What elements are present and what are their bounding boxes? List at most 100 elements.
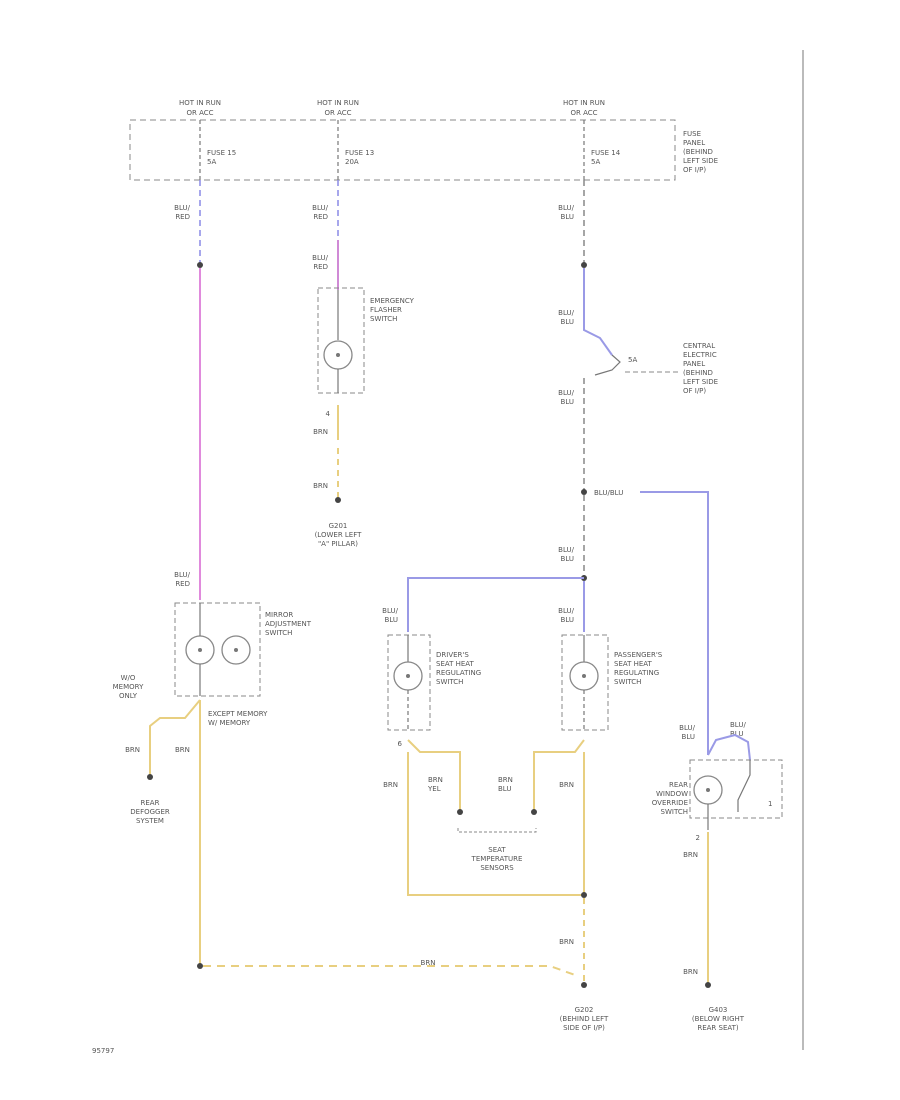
wire-drivers-label-a: BLU/: [382, 607, 398, 615]
wire-col3-label-f: BLU: [561, 398, 574, 406]
wire-col1-label-a: BLU/: [174, 204, 190, 212]
seat-sensors-label-2: TEMPERATURE: [471, 855, 523, 863]
footer-code: 95797: [92, 1047, 114, 1055]
wire-col3-blu: [583, 268, 613, 356]
sensor-wire-right-a: BRN: [498, 776, 513, 784]
rear-window-wire-d: BLU: [730, 730, 743, 738]
rear-window-label-3: OVERRIDE: [652, 799, 688, 807]
wire-col1-label-c: BLU/: [174, 571, 190, 579]
emergency-flasher-box: [317, 287, 365, 394]
mirror-switch-label-1: MIRROR: [265, 611, 293, 619]
seat-sensors-label-3: SENSORS: [480, 864, 514, 872]
wire-drivers-ground: [407, 752, 584, 896]
wire-brn-label-left: BRN: [125, 746, 140, 754]
emergency-flasher-label-3: SWITCH: [370, 315, 397, 323]
fuse-15-label: FUSE 15: [207, 149, 236, 157]
pin-1-label: 1: [768, 800, 772, 808]
hot-sublabel-3: OR ACC: [570, 109, 597, 117]
pin-4-label: 4: [326, 410, 331, 418]
drivers-switch-label-1: DRIVER'S: [436, 651, 469, 659]
sensor-wire-right-b: BLU: [498, 785, 511, 793]
passengers-switch-label-4: SWITCH: [614, 678, 641, 686]
splice-col1-top: [197, 262, 203, 268]
splice-g403: [705, 982, 711, 988]
g403-label-2: (BELOW RIGHT: [692, 1015, 745, 1023]
wire-col2-label-c: BLU/: [312, 254, 328, 262]
fuse-panel-label-1: FUSE: [683, 130, 701, 138]
rear-window-wire-a: BLU/: [679, 724, 695, 732]
emergency-flasher-label-1: EMERGENCY: [370, 297, 415, 305]
wire-rear-window-loop: [707, 733, 751, 761]
splice-g202: [581, 982, 587, 988]
emergency-flasher-label-2: FLASHER: [370, 306, 402, 314]
mirror-switch-box: [174, 602, 261, 697]
wire-drivers-sensor: [407, 739, 461, 810]
pin-2-label: 2: [696, 834, 700, 842]
rear-defogger-label-2: DEFOGGER: [130, 808, 170, 816]
fuse-panel-box: [129, 119, 676, 181]
wire-drivers-feed: [407, 577, 584, 632]
wire-col3-label-b: BLU: [561, 213, 574, 221]
mirror-switch-pin-1: [198, 648, 202, 652]
wire-ground-bus-label: BRN: [421, 959, 436, 967]
hot-label-3: HOT IN RUN: [563, 99, 605, 107]
passengers-switch-box: [561, 634, 609, 731]
passengers-switch-pin: [582, 674, 586, 678]
rear-window-switch-pin: [706, 788, 710, 792]
wire-col3-label-a: BLU/: [558, 204, 574, 212]
mirror-switch-label-2: ADJUSTMENT: [265, 620, 312, 628]
wire-rear-window-feed: [640, 491, 709, 755]
wire-col3-label-d: BLU: [561, 318, 574, 326]
passengers-switch-label-1: PASSENGER'S: [614, 651, 663, 659]
fuse-13-amp: 20A: [345, 158, 359, 166]
wire-passengers-sensor: [533, 739, 585, 810]
rear-window-wire-c: BLU/: [730, 721, 746, 729]
splice-g201: [335, 497, 341, 503]
g403-label-3: REAR SEAT): [697, 1024, 739, 1032]
wire-col1-label-b: RED: [175, 213, 190, 221]
rear-window-label-4: SWITCH: [661, 808, 688, 816]
fuse-15-amp: 5A: [207, 158, 216, 166]
wire-mirror-branch-left: [149, 699, 201, 775]
sensor-wire-left-b: YEL: [427, 785, 441, 793]
seat-sensors-label-1: SEAT: [488, 846, 506, 854]
hot-label-2: HOT IN RUN: [317, 99, 359, 107]
rear-defogger-label-3: SYSTEM: [136, 817, 164, 825]
emergency-flasher-pin: [336, 353, 340, 357]
fuse-panel-label-3: (BEHIND: [683, 148, 713, 156]
wire-col2-brn-label-2: BRN: [313, 482, 328, 490]
mirror-switch-pin-2: [234, 648, 238, 652]
g202-label-2: (BEHIND LEFT: [560, 1015, 609, 1023]
splice-col3-top: [581, 262, 587, 268]
splice-rear-defog: [147, 774, 153, 780]
wire-col3-label-g: BLU/: [558, 546, 574, 554]
memory-only-label-3: ONLY: [119, 692, 138, 700]
g201-label-2: (LOWER LEFT: [315, 531, 363, 539]
drivers-switch-label-2: SEAT HEAT: [436, 660, 475, 668]
g202-label-3: SIDE OF I/P): [563, 1024, 605, 1032]
splice-mirror-ground: [197, 963, 203, 969]
passengers-switch-label-3: REGULATING: [614, 669, 659, 677]
wire-col1-label-d: RED: [175, 580, 190, 588]
mirror-switch-label-3: SWITCH: [265, 629, 292, 637]
rear-window-switch-box: [689, 759, 783, 819]
wire-rear-window-ground-label-a: BRN: [683, 851, 698, 859]
central-panel-label-3: PANEL: [683, 360, 705, 368]
hot-sublabel-2: OR ACC: [324, 109, 351, 117]
wire-rear-window-ground-label-b: BRN: [683, 968, 698, 976]
memory-sys-label-1: EXCEPT MEMORY: [208, 710, 268, 718]
wire-col2-label-a: BLU/: [312, 204, 328, 212]
rear-defogger-label-1: REAR: [141, 799, 160, 807]
rear-window-label-1: REAR: [669, 781, 688, 789]
central-panel-label-5: LEFT SIDE: [683, 378, 718, 386]
rear-window-switch-blade: [737, 760, 751, 812]
central-panel-label-1: CENTRAL: [683, 342, 715, 350]
wire-brn-label-mirror: BRN: [175, 746, 190, 754]
fuse-panel-label-2: PANEL: [683, 139, 705, 147]
drivers-switch-label-4: SWITCH: [436, 678, 463, 686]
memory-only-label-2: MEMORY: [113, 683, 144, 691]
fuse-panel-label-5: OF I/P): [683, 166, 706, 174]
central-panel-label-6: OF I/P): [683, 387, 706, 395]
wire-passengers-label-b: BLU: [561, 616, 574, 624]
